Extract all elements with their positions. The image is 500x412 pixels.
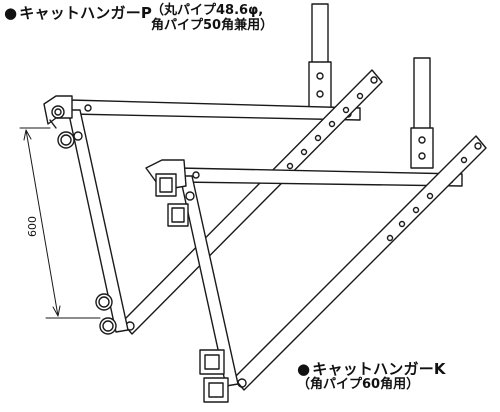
bullet-icon: ● [297,360,311,378]
hanger-p-vertical-leg [67,109,129,333]
hanger-p-post [308,3,332,109]
hanger-p-spec-line2: 角パイプ50角兼用） [151,17,274,33]
hanger-k-bottom-clamps [199,349,229,403]
hanger-p-spec: （丸パイプ48.6φ, 角パイプ50角兼用） [151,3,274,33]
hanger-p-drawing [19,3,383,335]
hanger-p-name: キャットハンガーP [19,4,153,22]
hanger-p-title: ●キャットハンガーP [4,4,152,22]
bullet-icon: ● [4,4,18,22]
hanger-k-clamp [145,159,195,227]
hanger-k-post [410,57,434,169]
hanger-k-horizontal-arm [177,167,463,187]
hanger-k-spec-line1: （角パイプ60角用） [297,376,420,392]
hanger-k-diagonal-brace [233,135,487,391]
hanger-k-name: キャットハンガーK [312,360,446,378]
dimension-label: 600 [26,216,39,237]
hanger-p-bottom-clamps [95,293,117,335]
hanger-k-drawing [145,57,487,403]
hanger-p-spec-line1: （丸パイプ48.6φ, [151,3,264,18]
hanger-k-vertical-leg [179,175,239,387]
dimension-600 [19,127,101,319]
hanger-k-title: ●キャットハンガーK （角パイプ60角用） [297,360,446,392]
hanger-p-clamp [43,95,83,149]
